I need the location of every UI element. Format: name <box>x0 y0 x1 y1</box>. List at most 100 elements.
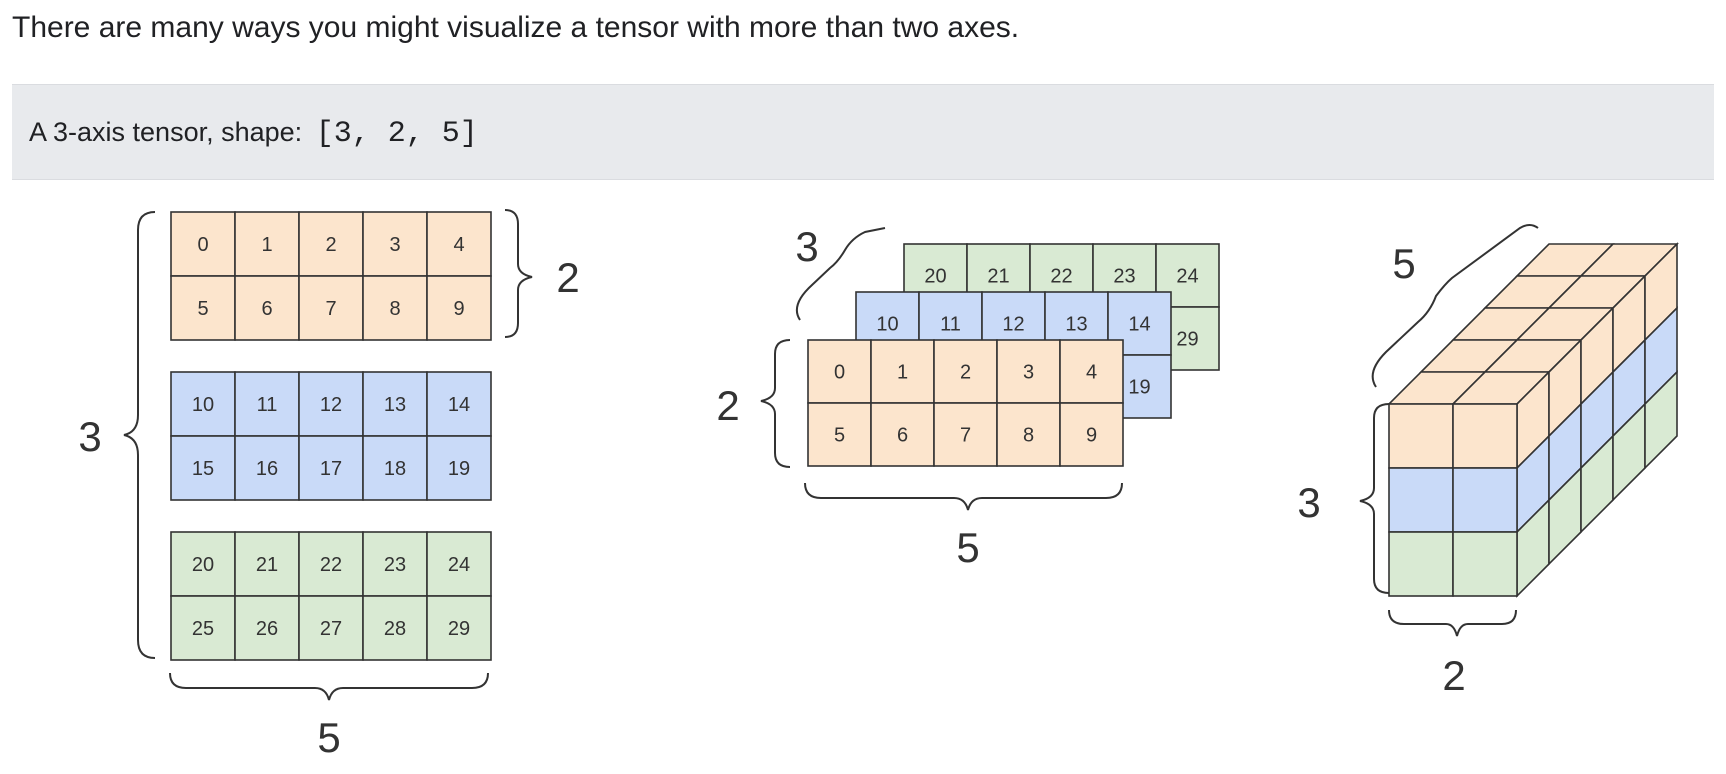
tensor-cell-value: 21 <box>256 554 278 576</box>
tensor-cell-value: 6 <box>897 425 908 447</box>
tensor-cell-value: 2 <box>960 362 971 384</box>
brace-stack-depth-axis <box>796 227 886 321</box>
cube-front-cell <box>1452 467 1518 533</box>
tensor-cell <box>933 402 998 467</box>
tensor-cell-value: 4 <box>1086 362 1097 384</box>
tensor-cell <box>298 435 364 501</box>
tensor-cell-value: 5 <box>197 298 208 320</box>
tensor-cell-value: 13 <box>1065 314 1087 336</box>
tensor-cell <box>933 339 998 404</box>
tensor-cell-value: 16 <box>256 458 278 480</box>
tensor-cell-value: 8 <box>1023 425 1034 447</box>
tensor-cell <box>807 402 872 467</box>
tensor-cell-value: 1 <box>897 362 908 384</box>
brace-stack-rows-axis <box>760 339 791 468</box>
tensor-cell-value: 28 <box>384 618 406 640</box>
tensor-cell <box>426 595 492 661</box>
tensor-cell-value: 11 <box>257 394 278 416</box>
label-stack-rows-count: 2 <box>716 382 739 429</box>
label-rows-count: 2 <box>556 254 579 301</box>
tensor-cell-value: 6 <box>261 298 272 320</box>
tensor-cell-value: 12 <box>320 394 342 416</box>
tensor-cell <box>870 402 935 467</box>
caption-shape-code: [3, 2, 5] <box>315 117 478 151</box>
tensor-cell <box>234 275 300 341</box>
tensor-cell-value: 23 <box>1113 266 1135 288</box>
tensor-cell-value: 0 <box>834 362 845 384</box>
tensor-cell-value: 24 <box>448 554 470 576</box>
tensor-cell-value: 20 <box>192 554 214 576</box>
cube-front-cell <box>1388 531 1454 597</box>
figure-caption-bar: A 3-axis tensor, shape: [3, 2, 5] <box>12 84 1714 180</box>
tensor-cell <box>807 339 872 404</box>
tensor-cell <box>426 531 492 597</box>
tensor-cell <box>298 531 364 597</box>
cube-front-cell <box>1452 531 1518 597</box>
tensor-cell-value: 14 <box>1128 314 1150 336</box>
tensor-cell <box>1059 402 1124 467</box>
cube-front-cell <box>1388 403 1454 469</box>
brace-cube-width-axis <box>1388 609 1517 637</box>
tensor-cell-value: 0 <box>197 234 208 256</box>
tensor-cell <box>426 211 492 277</box>
label-cube-width-count: 2 <box>1442 652 1465 699</box>
label-stack-columns-count: 5 <box>956 524 979 571</box>
tensor-cell-value: 11 <box>940 314 961 336</box>
label-stack-depth-count: 3 <box>795 223 818 270</box>
tensor-cell <box>426 275 492 341</box>
tensor-cell-value: 7 <box>960 425 971 447</box>
tensor-cell-value: 23 <box>384 554 406 576</box>
cube-side-cell <box>1644 370 1678 470</box>
cube-front-cell <box>1452 403 1518 469</box>
brace-columns-axis <box>169 672 489 701</box>
label-cube-layers-count: 3 <box>1297 479 1320 526</box>
tensor-cell <box>870 339 935 404</box>
brace-cube-depth-axis <box>1371 224 1539 388</box>
tensor-cell <box>298 275 364 341</box>
tensor-cell-value: 1 <box>261 234 272 256</box>
tensor-cell <box>234 531 300 597</box>
tensor-cell-value: 3 <box>389 234 400 256</box>
tensor-cell <box>234 211 300 277</box>
tensor-cell-value: 24 <box>1176 266 1198 288</box>
tensor-cell-value: 29 <box>448 618 470 640</box>
tensor-cell-value: 29 <box>1176 329 1198 351</box>
tensor-cell <box>362 211 428 277</box>
tensor-cell-value: 2 <box>325 234 336 256</box>
tensor-cell-value: 7 <box>325 298 336 320</box>
tensor-cell <box>170 211 236 277</box>
tensor-cell-value: 3 <box>1023 362 1034 384</box>
tensor-cell-value: 21 <box>987 266 1009 288</box>
brace-stack-columns-axis <box>804 482 1123 511</box>
tensor-cell-value: 26 <box>256 618 278 640</box>
tensor-cell-value: 22 <box>1050 266 1072 288</box>
tensor-cell-value: 17 <box>320 458 342 480</box>
tensor-cell-value: 13 <box>384 394 406 416</box>
tensor-cell <box>234 435 300 501</box>
tensor-cell <box>298 595 364 661</box>
tensor-cell-value: 25 <box>192 618 214 640</box>
tensor-cell <box>996 402 1061 467</box>
tensor-cell-value: 10 <box>192 394 214 416</box>
label-layers-count: 3 <box>78 413 101 460</box>
tensor-cell <box>234 595 300 661</box>
tensor-cell <box>426 435 492 501</box>
tensor-cell <box>362 275 428 341</box>
tensor-cell-value: 19 <box>448 458 470 480</box>
tensor-cell-value: 12 <box>1002 314 1024 336</box>
tensor-cell <box>234 371 300 437</box>
brace-cube-layers-axis <box>1359 403 1390 594</box>
tensor-cell-value: 10 <box>876 314 898 336</box>
tensor-cell-value: 5 <box>834 425 845 447</box>
tensor-cell <box>426 371 492 437</box>
cube-front-cell <box>1388 467 1454 533</box>
cube-view: 5 3 2 <box>1297 224 1679 699</box>
label-cube-depth-count: 5 <box>1392 240 1415 287</box>
tensor-cell-value: 19 <box>1128 377 1150 399</box>
